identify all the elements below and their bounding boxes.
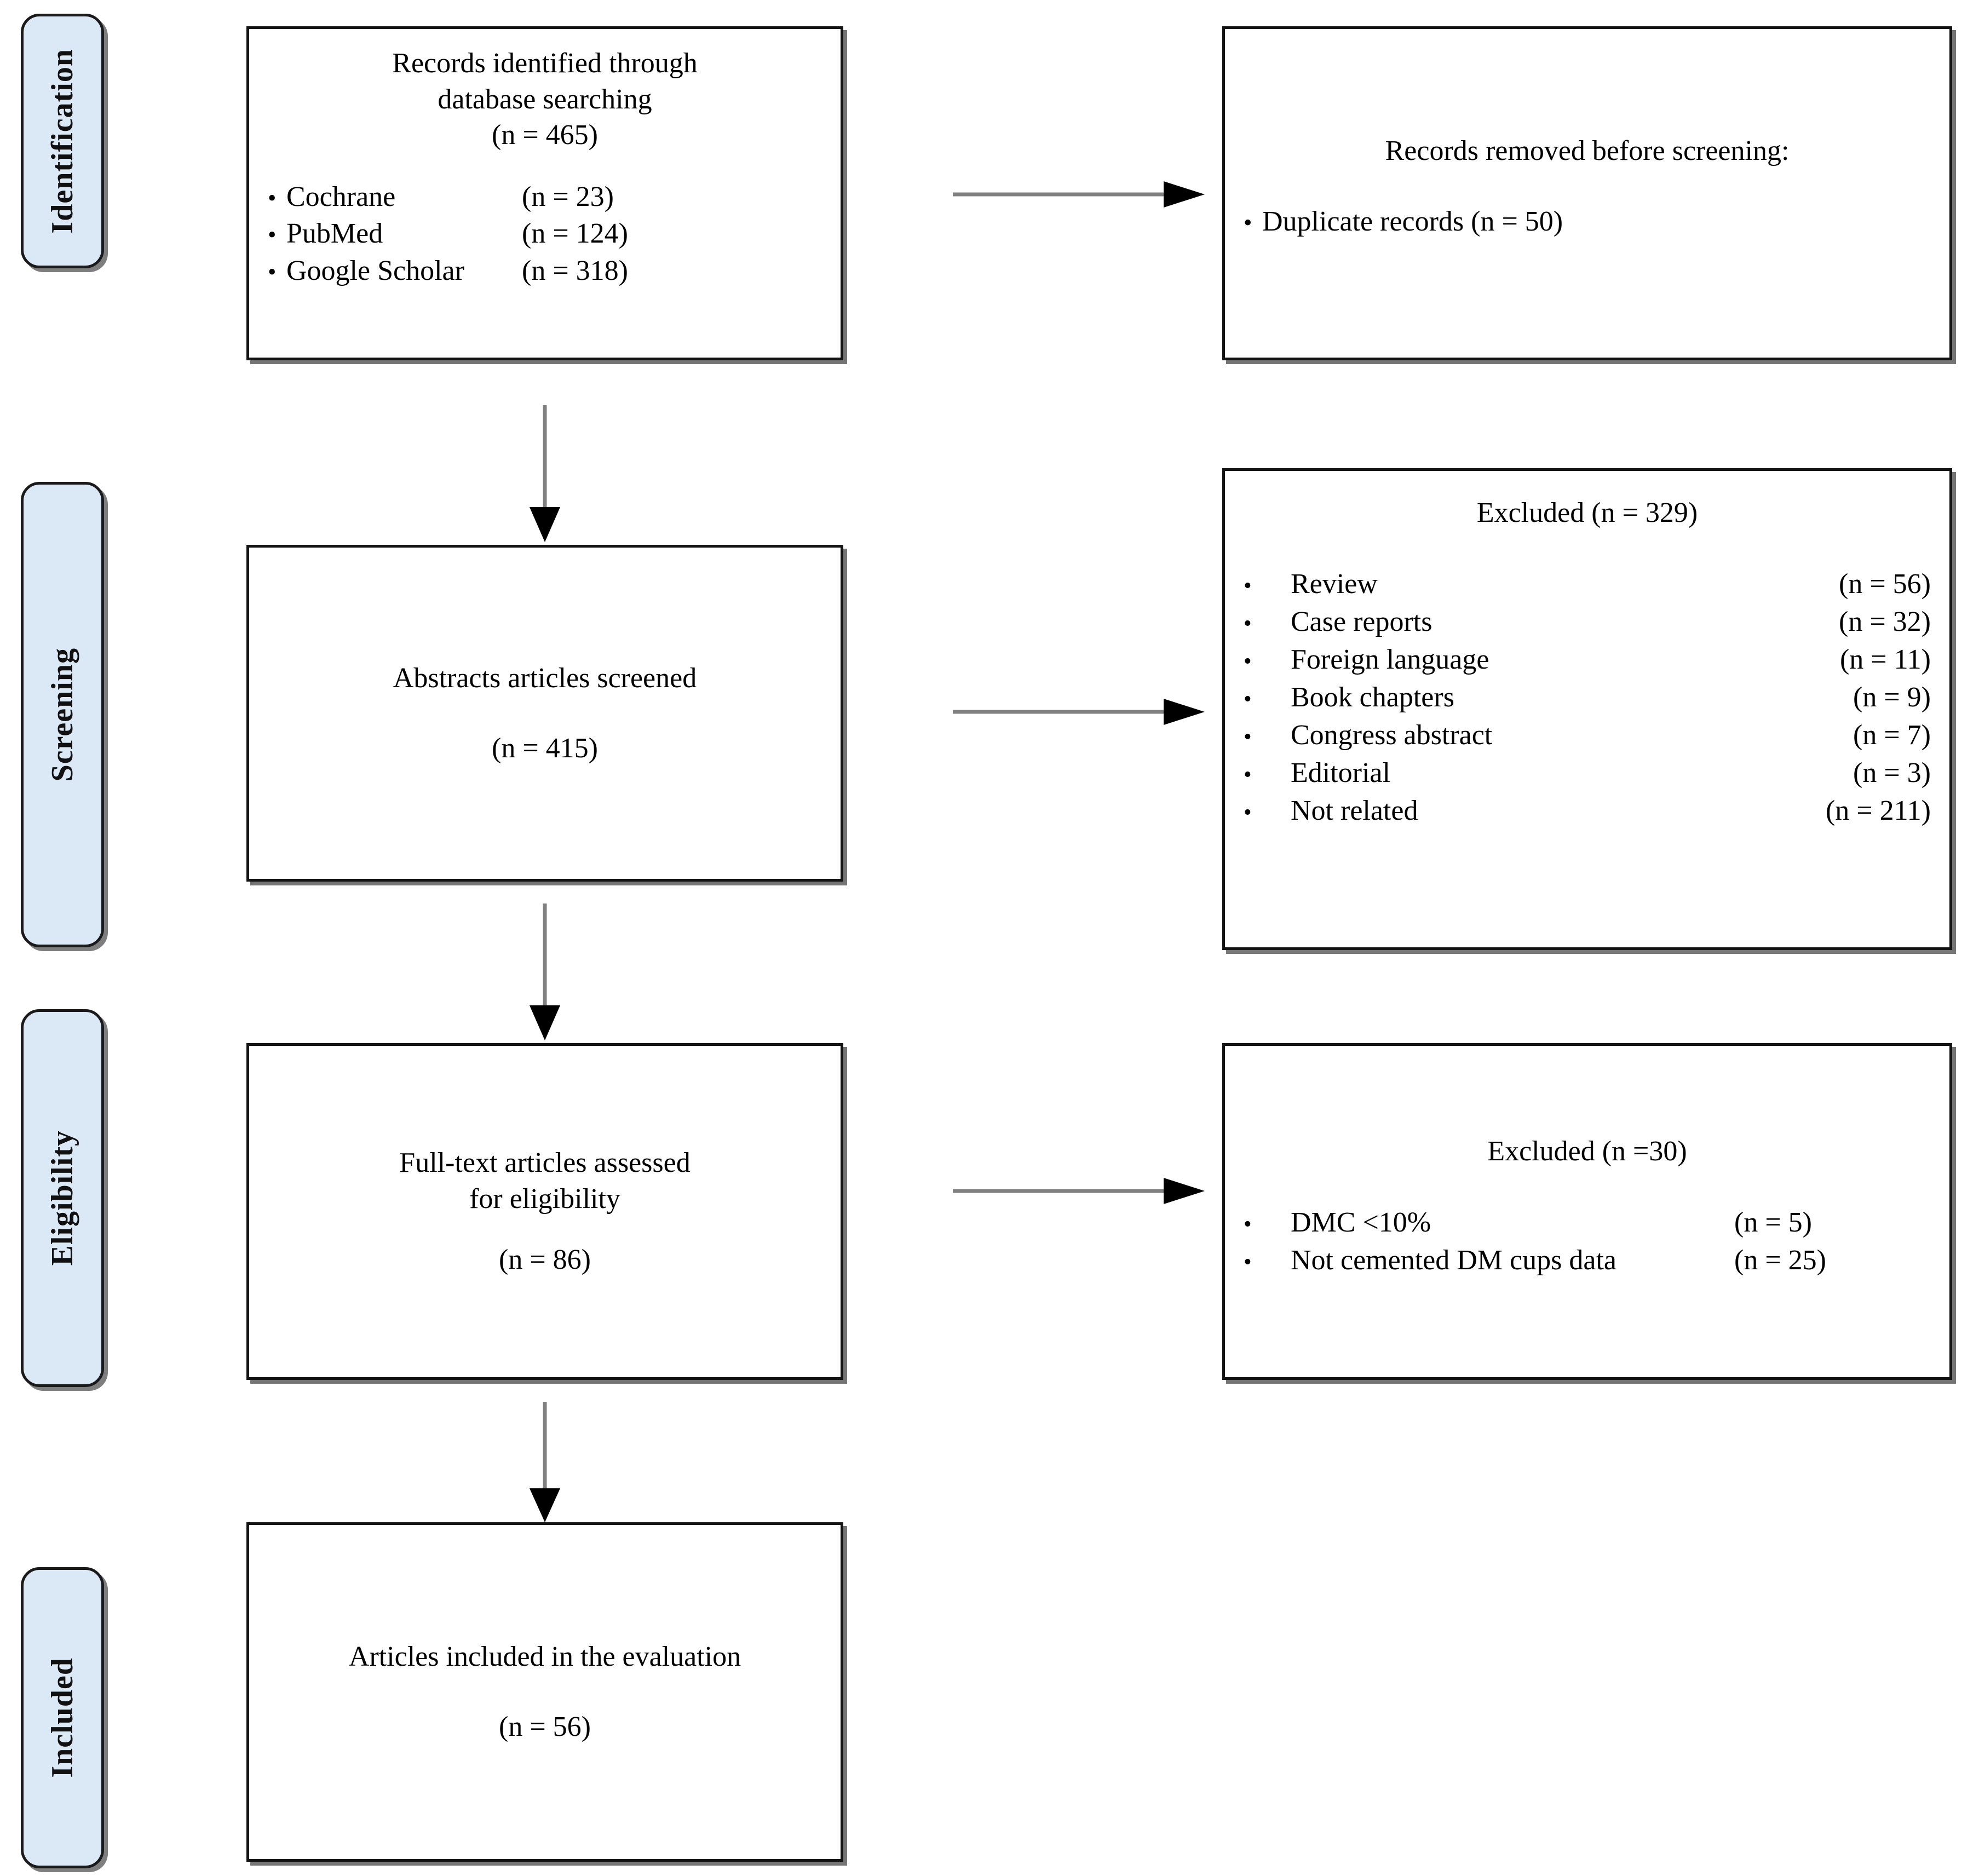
arrow-screening-to-excluded: [953, 695, 1205, 728]
box-excluded-eligibility: Excluded (n =30) • DMC <10% (n = 5) • No…: [1222, 1043, 1952, 1380]
list-item: • Congress abstract (n = 7): [1244, 716, 1931, 754]
list-item: • Editorial (n = 3): [1244, 754, 1931, 792]
stage-tab-screening: Screening: [21, 482, 104, 947]
exclusion-count: (n = 211): [1825, 795, 1931, 827]
bullet-icon: •: [1244, 724, 1252, 750]
arrow-identification-to-screening: [526, 405, 564, 542]
removed-item-text: Duplicate records (n = 50): [1262, 205, 1563, 237]
list-item: • DMC <10% (n = 5): [1244, 1204, 1931, 1241]
exclusion-reason: Not related: [1291, 795, 1418, 827]
list-item: • Duplicate records (n = 50): [1244, 203, 1931, 240]
records-removed-list: • Duplicate records (n = 50): [1244, 203, 1931, 240]
list-item: • Case reports (n = 32): [1244, 603, 1931, 641]
bullet-icon: •: [1244, 800, 1252, 826]
exclusion-count: (n = 7): [1853, 720, 1931, 751]
source-count: (n = 23): [522, 181, 614, 212]
box-abstracts-screened: Abstracts articles screened (n = 415): [246, 545, 843, 882]
box-records-identified: Records identified through database sear…: [246, 26, 843, 360]
arrow-screening-to-eligibility: [526, 904, 564, 1040]
exclusion-count: (n = 32): [1839, 606, 1931, 637]
exclusion-count: (n = 9): [1853, 681, 1931, 713]
records-identified-count: (n = 465): [492, 119, 598, 151]
abstracts-screened-title: Abstracts articles screened: [393, 662, 697, 694]
stage-tab-included-label: Included: [45, 1658, 79, 1778]
list-item: • Not cemented DM cups data (n = 25): [1244, 1241, 1931, 1279]
stage-tab-included: Included: [21, 1567, 104, 1868]
bullet-icon: •: [1244, 762, 1252, 788]
source-count: (n = 318): [522, 255, 628, 286]
box-excluded-screening: Excluded (n = 329) • Review (n = 56) • C…: [1222, 468, 1952, 950]
exclusion-reason: Not cemented DM cups data: [1291, 1244, 1616, 1276]
fulltext-assessed-title-line1: Full-text articles assessed: [399, 1147, 691, 1179]
box-records-removed: Records removed before screening: • Dupl…: [1222, 26, 1952, 360]
exclusion-reason: Editorial: [1291, 757, 1390, 789]
abstracts-screened-count: (n = 415): [492, 732, 598, 764]
bullet-icon: •: [1244, 573, 1252, 599]
arrow-eligibility-to-included: [526, 1402, 564, 1522]
excluded-eligibility-title: Excluded (n =30): [1487, 1136, 1687, 1167]
exclusion-count: (n = 11): [1839, 643, 1931, 675]
excluded-screening-title: Excluded (n = 329): [1476, 497, 1698, 528]
source-label: Cochrane: [286, 181, 396, 212]
bullet-icon: •: [1244, 686, 1252, 712]
exclusion-count: (n = 25): [1734, 1244, 1826, 1276]
exclusion-reason: Review: [1291, 568, 1378, 600]
box-articles-included: Articles included in the evaluation (n =…: [246, 1522, 843, 1862]
exclusion-reason: Book chapters: [1291, 681, 1454, 713]
bullet-icon: •: [1244, 611, 1252, 636]
stage-tab-identification-label: Identification: [45, 48, 79, 234]
list-item: • Foreign language (n = 11): [1244, 641, 1931, 678]
list-item: • Book chapters (n = 9): [1244, 678, 1931, 716]
stage-tab-eligibility-label: Eligibility: [45, 1130, 79, 1266]
records-identified-title-line1: Records identified through: [392, 48, 698, 79]
exclusion-reason: Congress abstract: [1291, 720, 1493, 751]
box-fulltext-assessed: Full-text articles assessed for eligibil…: [246, 1043, 843, 1380]
fulltext-assessed-count: (n = 86): [499, 1244, 591, 1276]
excluded-screening-list: • Review (n = 56) • Case reports (n = 32…: [1244, 565, 1931, 830]
bullet-icon: •: [1244, 648, 1252, 674]
bullet-icon: •: [1244, 1211, 1252, 1237]
stage-tab-identification: Identification: [21, 14, 104, 268]
list-item: • Not related (n = 211): [1244, 792, 1931, 830]
records-identified-title-line2: database searching: [438, 83, 652, 115]
articles-included-count: (n = 56): [499, 1711, 591, 1742]
source-label: Google Scholar: [286, 255, 464, 286]
records-identified-source-list: • Cochrane (n = 23) • PubMed (n = 124) •…: [268, 179, 822, 290]
source-count: (n = 124): [522, 218, 628, 250]
source-label: PubMed: [286, 218, 383, 250]
bullet-icon: •: [1244, 1249, 1252, 1275]
stage-tab-eligibility: Eligibility: [21, 1009, 104, 1387]
stage-tab-screening-label: Screening: [45, 647, 79, 782]
bullet-icon: •: [268, 221, 277, 249]
exclusion-count: (n = 56): [1839, 568, 1931, 600]
records-removed-title: Records removed before screening:: [1385, 135, 1790, 166]
excluded-eligibility-list: • DMC <10% (n = 5) • Not cemented DM cup…: [1244, 1204, 1931, 1279]
fulltext-assessed-title-line2: for eligibility: [469, 1183, 620, 1215]
list-item: • Cochrane (n = 23): [268, 179, 822, 216]
bullet-icon: •: [1244, 209, 1252, 236]
list-item: • PubMed (n = 124): [268, 215, 822, 252]
list-item: • Review (n = 56): [1244, 565, 1931, 603]
articles-included-title: Articles included in the evaluation: [348, 1641, 741, 1673]
exclusion-reason: Case reports: [1291, 606, 1433, 637]
exclusion-reason: Foreign language: [1291, 643, 1489, 675]
arrow-eligibility-to-excluded: [953, 1175, 1205, 1207]
exclusion-reason: DMC <10%: [1291, 1206, 1431, 1238]
arrow-identification-to-removed: [953, 178, 1205, 211]
list-item: • Google Scholar (n = 318): [268, 252, 822, 290]
exclusion-count: (n = 5): [1734, 1206, 1812, 1238]
bullet-icon: •: [268, 258, 277, 285]
exclusion-count: (n = 3): [1853, 757, 1931, 789]
bullet-icon: •: [268, 184, 277, 211]
